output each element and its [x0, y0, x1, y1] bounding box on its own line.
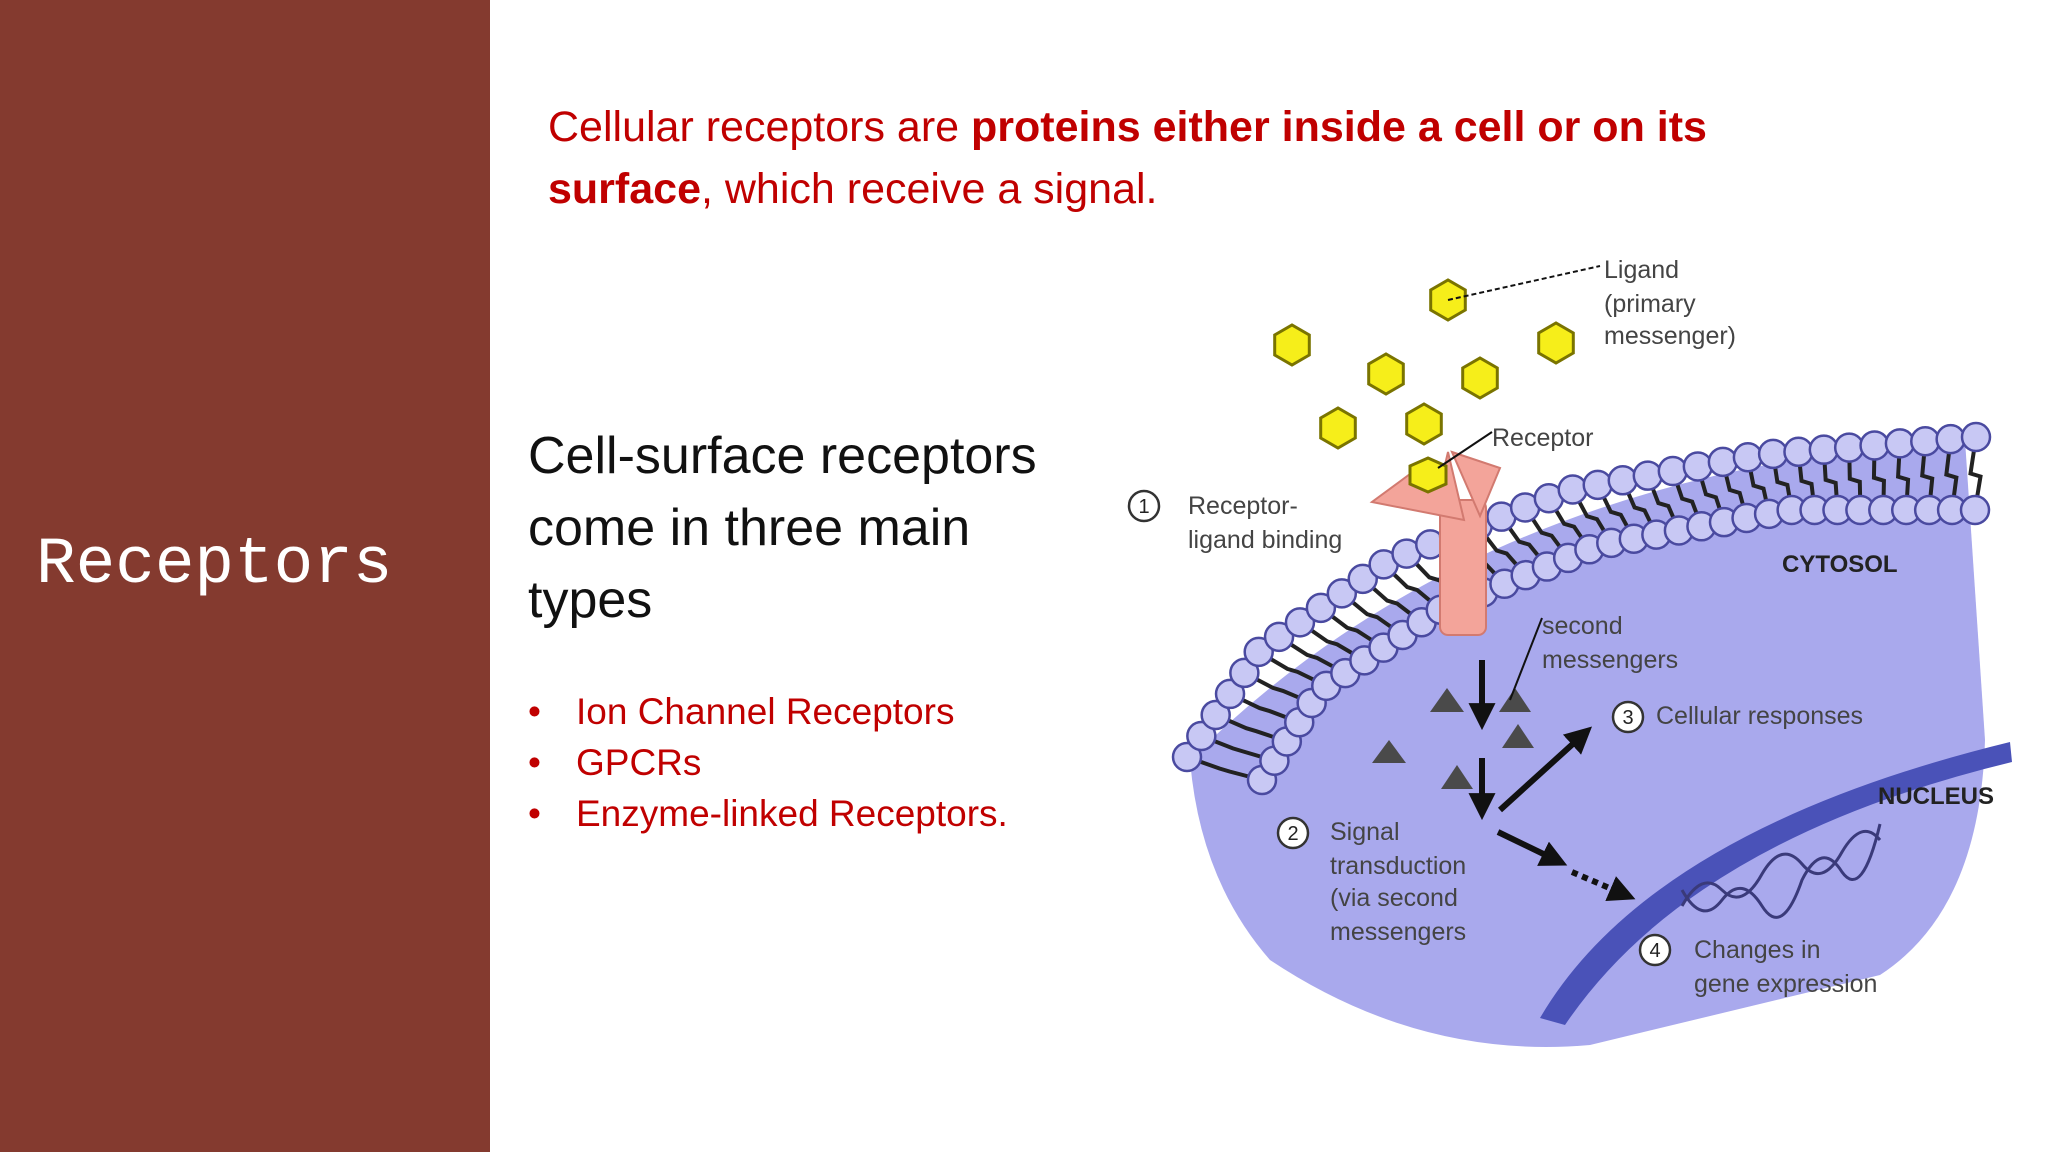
bullet-icon: •	[528, 742, 541, 783]
lipid-head	[1200, 699, 1231, 731]
lipid-head	[1732, 441, 1764, 473]
list-item-label: Ion Channel Receptors	[576, 691, 955, 732]
lipid-head	[1243, 636, 1274, 668]
second-messengers-label: second	[1542, 612, 1623, 640]
lipid-tail	[1944, 438, 1959, 511]
lipid-tail	[1920, 441, 1935, 511]
step4-label-2: gene expression	[1694, 970, 1877, 998]
ligand	[1273, 323, 1311, 367]
bound-ligand	[1408, 456, 1448, 494]
dna-helix	[1680, 823, 1882, 919]
lipid-head	[1632, 460, 1664, 491]
slide-title: Receptors	[36, 527, 393, 602]
lipid-head	[1171, 741, 1203, 773]
step2-number: 2	[1287, 823, 1298, 845]
lipid-tail	[1968, 436, 1983, 511]
step1-number: 1	[1138, 496, 1149, 518]
receptor-label: Receptor	[1492, 424, 1593, 452]
signal-arrows	[1468, 660, 1636, 901]
lipid-tail	[1186, 755, 1263, 782]
step2-label-2: transduction	[1330, 852, 1466, 880]
lipid-head	[1707, 446, 1739, 478]
ligand-leader-line	[1447, 265, 1601, 301]
lipid-head	[1959, 494, 1991, 526]
ligand	[1319, 406, 1357, 450]
ligand	[1537, 321, 1575, 365]
lipid-head	[1808, 434, 1840, 465]
lipid-head	[1284, 607, 1316, 638]
step1-label: Receptor-	[1188, 492, 1298, 520]
cell-signaling-diagram: 1 2 3 4 Ligand (primary messenger) Recep…	[1127, 256, 2012, 1047]
lipid-head	[1859, 430, 1890, 461]
step3-number: 3	[1622, 707, 1633, 729]
ligand-molecules	[1273, 278, 1575, 450]
ligand	[1367, 352, 1405, 396]
lipid-head	[1833, 432, 1865, 463]
types-heading: Cell-surface receptors come in three mai…	[528, 427, 1037, 629]
lipid-tail	[1298, 620, 1366, 663]
bullet-icon: •	[528, 793, 541, 834]
lipid-head	[1884, 428, 1916, 459]
lipid-head	[1557, 474, 1588, 505]
ligand-label-3: messenger)	[1604, 322, 1736, 350]
lipid-tail	[1214, 713, 1288, 744]
lipid-tail	[1361, 577, 1423, 624]
intro-part-1: Cellular receptors are	[548, 103, 972, 151]
step2-label: Signal	[1330, 818, 1400, 846]
messenger-leader-line	[1509, 617, 1543, 701]
lipid-head	[1757, 438, 1789, 470]
step1-label-2: ligand binding	[1188, 526, 1342, 554]
step2-label-4: messengers	[1330, 918, 1466, 946]
intro-text: Cellular receptors are proteins either i…	[548, 96, 1828, 220]
list-item: • Enzyme-linked Receptors.	[528, 788, 1008, 839]
second-messengers	[1372, 688, 1534, 789]
receptor-leader-line	[1437, 431, 1493, 469]
lipid-head	[1326, 578, 1358, 609]
lipid-head	[1607, 465, 1639, 496]
list-item: • Ion Channel Receptors	[528, 686, 1008, 737]
intro-part-2: , which receive a signal.	[700, 165, 1158, 213]
lipid-head	[1186, 720, 1217, 752]
lipid-tail	[1340, 591, 1404, 637]
nucleus-label: NUCLEUS	[1878, 783, 1994, 810]
lipid-head	[1305, 592, 1337, 624]
ligand	[1405, 402, 1443, 446]
bullet-icon: •	[528, 691, 541, 732]
lipid-tail	[1229, 692, 1300, 725]
lipid-head	[1935, 423, 1966, 455]
lipid-tail	[1243, 671, 1313, 705]
list-item-label: GPCRs	[576, 742, 702, 783]
lipid-head	[1783, 436, 1814, 468]
cytosol-label: CYTOSOL	[1782, 551, 1898, 578]
title-sidebar: Receptors	[0, 0, 490, 1152]
lipid-tail	[1382, 562, 1443, 612]
step2-label-3: (via second	[1330, 884, 1458, 912]
lipid-tail	[1277, 635, 1347, 675]
lipid-head	[1657, 455, 1689, 487]
step4-number: 4	[1649, 940, 1660, 962]
lipid-tail	[1200, 734, 1275, 763]
lipid-head	[1910, 425, 1941, 457]
nucleus-region	[1540, 742, 2012, 1025]
receptor-types-list: • Ion Channel Receptors • GPCRs • Enzyme-li…	[528, 686, 1008, 839]
step3-label: Cellular responses	[1656, 702, 1863, 730]
lipid-head	[1214, 678, 1246, 710]
step4-label: Changes in	[1694, 936, 1820, 964]
step-markers	[1127, 489, 1672, 967]
ligand-label: Ligand	[1604, 256, 1679, 284]
list-item: • GPCRs	[528, 737, 1008, 788]
lipid-head	[1582, 469, 1613, 501]
lipid-head	[1960, 421, 1992, 453]
lipid-head	[1682, 451, 1714, 482]
ligand	[1461, 356, 1499, 400]
second-messengers-label-2: messengers	[1542, 646, 1678, 674]
lipid-tail	[1319, 606, 1385, 650]
lipid-head	[1263, 621, 1295, 653]
lipid-head	[1347, 563, 1378, 595]
lipid-head	[1229, 657, 1260, 689]
intro-bold: proteins either inside a cell or on its …	[548, 103, 1707, 213]
list-item-label: Enzyme-linked Receptors.	[576, 793, 1008, 834]
lipid-tail	[1257, 650, 1328, 688]
ligand-label-2: (primary	[1604, 290, 1696, 318]
